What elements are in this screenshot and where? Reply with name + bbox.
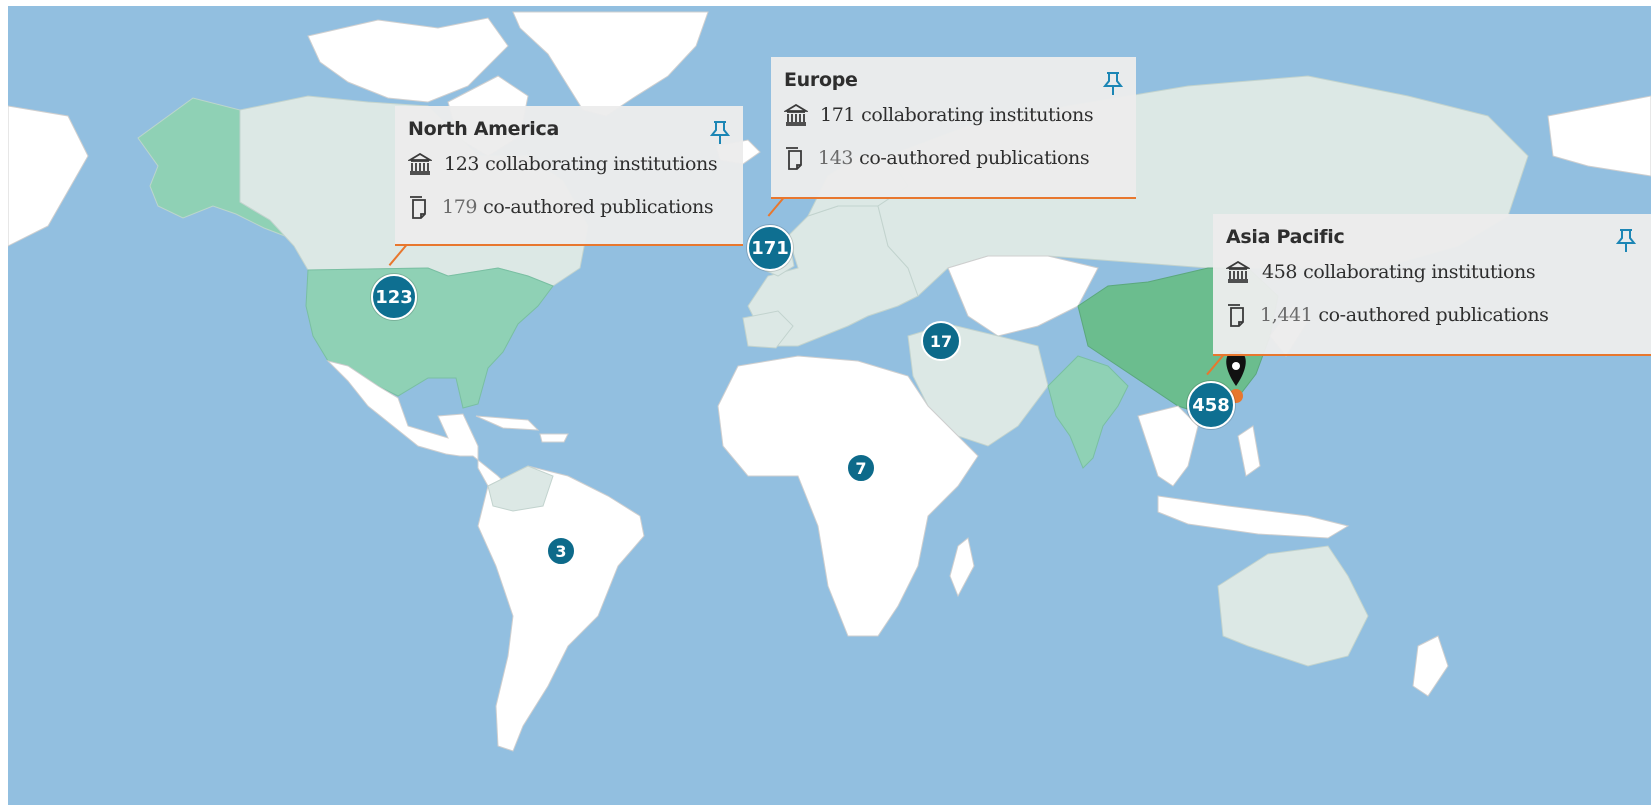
institutions-row: 171 collaborating institutions <box>784 104 1122 126</box>
institutions-count: 458 <box>1262 261 1298 283</box>
cuba <box>475 415 540 431</box>
asia-pacific-popup: Asia Pacific 458 collaborating instituti… <box>1213 214 1651 356</box>
south-america <box>477 465 645 752</box>
publications-label: co-authored publications <box>1318 304 1549 326</box>
publications-count-link[interactable]: 179 <box>442 196 478 218</box>
institution-icon <box>408 153 432 175</box>
publications-label: co-authored publications <box>483 196 714 218</box>
popup-title: North America <box>408 118 560 140</box>
institutions-row: 458 collaborating institutions <box>1226 261 1637 283</box>
iberia <box>742 310 794 349</box>
publications-count-link[interactable]: 143 <box>818 147 854 169</box>
madagascar <box>949 537 975 598</box>
africa <box>717 355 979 637</box>
pin-icon <box>709 121 731 144</box>
popup-title: Asia Pacific <box>1226 226 1345 248</box>
india <box>1047 355 1129 469</box>
publication-icon <box>1228 304 1244 327</box>
pin-button[interactable] <box>1102 71 1124 97</box>
hispaniola <box>539 433 569 443</box>
institutions-label: collaborating institutions <box>861 104 1094 126</box>
west-alaska-edge <box>8 105 89 247</box>
pin-icon <box>1615 229 1637 252</box>
new-zealand <box>1412 635 1449 697</box>
australia <box>1217 545 1369 667</box>
publications-row: 143 co-authored publications <box>784 146 1122 170</box>
publication-icon <box>410 196 426 219</box>
institutions-row: 123 collaborating institutions <box>408 153 729 175</box>
location-marker-icon[interactable] <box>1226 351 1246 403</box>
philippines <box>1237 425 1261 477</box>
north-america-popup: North America 123 collaborating institut… <box>395 106 743 246</box>
institutions-label: collaborating institutions <box>1303 261 1536 283</box>
colombia-venezuela <box>487 465 554 512</box>
southeast-asia <box>1137 405 1199 487</box>
institutions-count: 123 <box>444 153 480 175</box>
pin-button[interactable] <box>1615 228 1637 254</box>
publications-label: co-authored publications <box>859 147 1090 169</box>
cluster-middle-east[interactable]: 17 <box>921 321 961 361</box>
chukotka <box>1547 95 1651 177</box>
pin-button[interactable] <box>709 120 731 146</box>
cluster-north-america[interactable]: 123 <box>371 274 417 320</box>
pin-icon <box>1102 72 1124 95</box>
popup-title: Europe <box>784 69 858 91</box>
publications-count-link[interactable]: 1,441 <box>1260 304 1313 326</box>
publications-row: 179 co-authored publications <box>408 195 729 219</box>
institutions-label: collaborating institutions <box>485 153 718 175</box>
indonesia <box>1157 495 1350 539</box>
cluster-africa[interactable]: 7 <box>846 453 876 483</box>
cluster-europe[interactable]: 171 <box>747 225 793 271</box>
arctic-islands <box>307 17 509 103</box>
world-map[interactable]: North America 123 collaborating institut… <box>8 6 1651 805</box>
cluster-south-america[interactable]: 3 <box>546 536 576 566</box>
institution-icon <box>784 104 808 126</box>
publications-row: 1,441 co-authored publications <box>1226 303 1637 327</box>
institution-icon <box>1226 261 1250 283</box>
europe-popup: Europe 171 collaborating institutions 14… <box>771 57 1136 199</box>
cluster-asia-pacific[interactable]: 458 <box>1187 381 1235 429</box>
publication-icon <box>786 147 802 170</box>
institutions-count: 171 <box>820 104 856 126</box>
